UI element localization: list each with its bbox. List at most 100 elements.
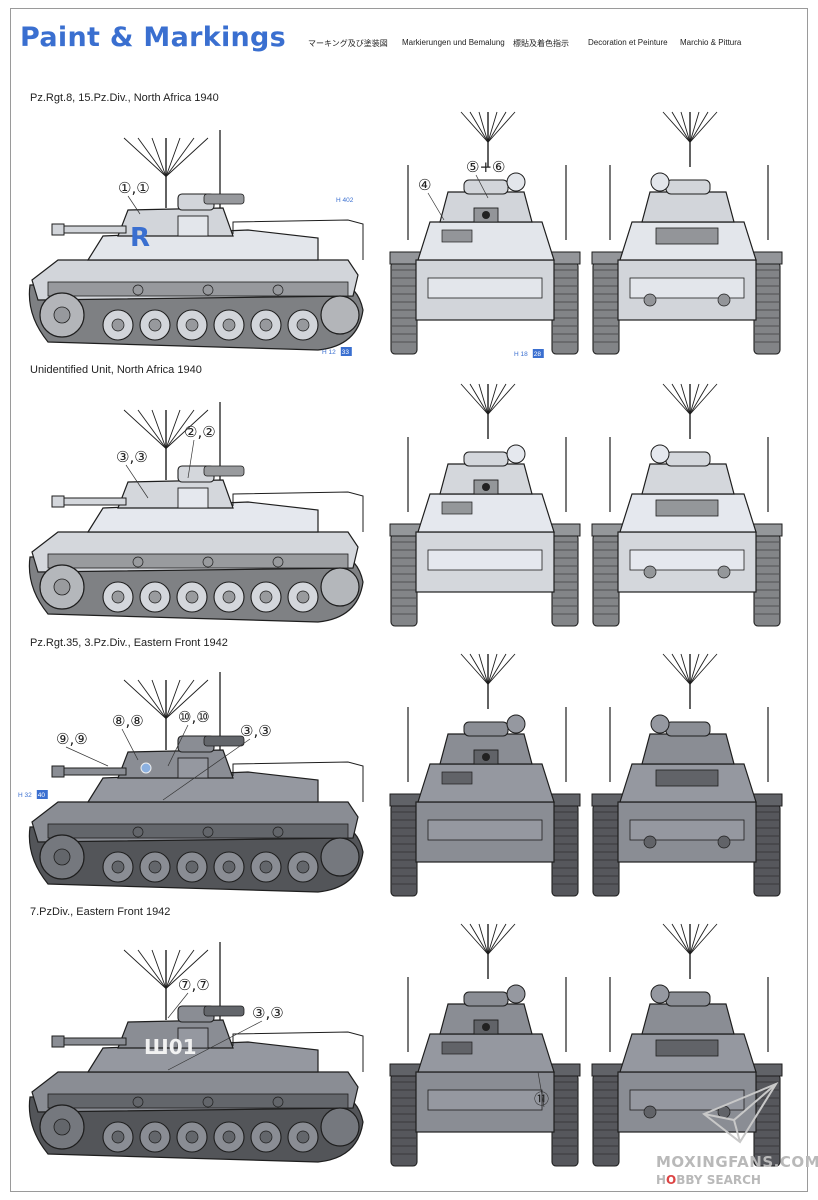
leader-line (537, 1071, 545, 1108)
color-chip-code: H 12 (322, 349, 336, 356)
antenna-wire (487, 111, 507, 143)
sprocket-hub (53, 848, 71, 866)
subtitle-french: Decoration et Peinture (588, 38, 668, 47)
return-roller (202, 284, 214, 296)
antenna-wire (137, 949, 167, 989)
antenna-wire (469, 111, 489, 143)
antenna-wire (165, 137, 181, 177)
marking-callout: ⑩,⑩ (178, 708, 210, 726)
turret-dome (650, 984, 670, 1004)
marking-callout: ⑧,⑧ (112, 712, 144, 730)
antenna-wire (689, 653, 700, 685)
turret (439, 191, 533, 223)
superstructure (417, 493, 555, 533)
road-wheel-hub (111, 1130, 125, 1144)
road-wheel-hub (148, 590, 162, 604)
left-track (592, 261, 620, 355)
antenna-wire (689, 653, 718, 685)
antenna-wire (671, 923, 691, 955)
road-wheel-hub (185, 318, 199, 332)
marking-callout: ④ (418, 176, 431, 194)
stowage-rail (232, 219, 364, 260)
right-track (551, 1073, 579, 1167)
road-wheel-hub (222, 860, 236, 874)
leader-line (187, 439, 195, 479)
scheme-2-side-view: ③,③②,② (28, 402, 364, 623)
main-gun (57, 767, 127, 776)
idler-wheel (320, 567, 360, 607)
road-wheel-hub (259, 1130, 273, 1144)
fender (47, 281, 349, 297)
antenna-wire (487, 653, 498, 685)
scheme-2-label: Unidentified Unit, North Africa 1940 (30, 364, 202, 376)
right-track (551, 261, 579, 355)
lower-plate (629, 549, 745, 571)
antenna-wire (137, 409, 167, 449)
color-chip-box (532, 349, 544, 358)
scheme-1-label: Pz.Rgt.8, 15.Pz.Div., North Africa 1940 (30, 92, 219, 104)
muzzle-brake (51, 765, 65, 778)
turret (641, 733, 735, 765)
left-track (390, 533, 418, 627)
antenna-wire (680, 923, 691, 955)
cupola (463, 991, 509, 1007)
stowage-bin (203, 735, 245, 747)
superstructure (417, 763, 555, 803)
antenna-wire (165, 679, 195, 719)
gun-bore (482, 1023, 490, 1031)
lower-plate (427, 1089, 543, 1111)
antenna-wire (165, 949, 209, 989)
marking-callout: ③,③ (116, 448, 148, 466)
road-wheel-hub (296, 860, 310, 874)
antenna-wire (469, 653, 489, 685)
antenna-wire (662, 383, 691, 415)
fender (47, 1093, 349, 1109)
side-hatch (177, 757, 209, 779)
leader-line (162, 738, 251, 801)
antenna-wire (487, 923, 507, 955)
left-track (592, 1073, 620, 1167)
engine-deck (655, 1039, 719, 1057)
antenna-wire (487, 923, 498, 955)
superstructure (86, 771, 319, 803)
road-wheel-hub (222, 318, 236, 332)
superstructure (86, 1041, 319, 1073)
antenna-wire (151, 679, 167, 719)
scheme-2-front-view (389, 383, 581, 627)
color-chip-box (340, 347, 352, 356)
marking-callout: ⑦,⑦ (178, 976, 210, 994)
antenna-wire (487, 111, 498, 143)
subtitle-japanese: マーキング及び塗装図 (308, 39, 388, 48)
turret-dome (506, 172, 526, 192)
road-wheel-hub (222, 1130, 236, 1144)
return-roller (272, 284, 284, 296)
road-wheel-hub (222, 590, 236, 604)
stowage-rail (232, 1031, 364, 1072)
turret (641, 191, 735, 223)
side-hatch (177, 1027, 209, 1049)
antenna-wire (487, 383, 516, 415)
engine-deck (655, 769, 719, 787)
antenna-wire (165, 949, 181, 989)
antenna-wire (123, 137, 167, 177)
turret-dome (506, 444, 526, 464)
antenna-wire (487, 923, 516, 955)
road-wheel-hub (259, 860, 273, 874)
leader-line (167, 724, 189, 767)
color-chip-number: 28 (534, 351, 542, 358)
antenna-wire (689, 923, 718, 955)
scheme-3-label: Pz.Rgt.35, 3.Pz.Div., Eastern Front 1942 (30, 637, 228, 649)
return-roller (202, 826, 214, 838)
cupola (665, 721, 711, 737)
idler-wheel (320, 837, 360, 877)
return-roller (132, 1096, 144, 1108)
exhaust-left (643, 835, 657, 849)
antenna-wire (487, 653, 507, 685)
superstructure (86, 229, 319, 261)
turret-dome (506, 714, 526, 734)
road-wheel-hub (111, 860, 125, 874)
road-wheel-hub (185, 590, 199, 604)
turret (117, 479, 234, 509)
